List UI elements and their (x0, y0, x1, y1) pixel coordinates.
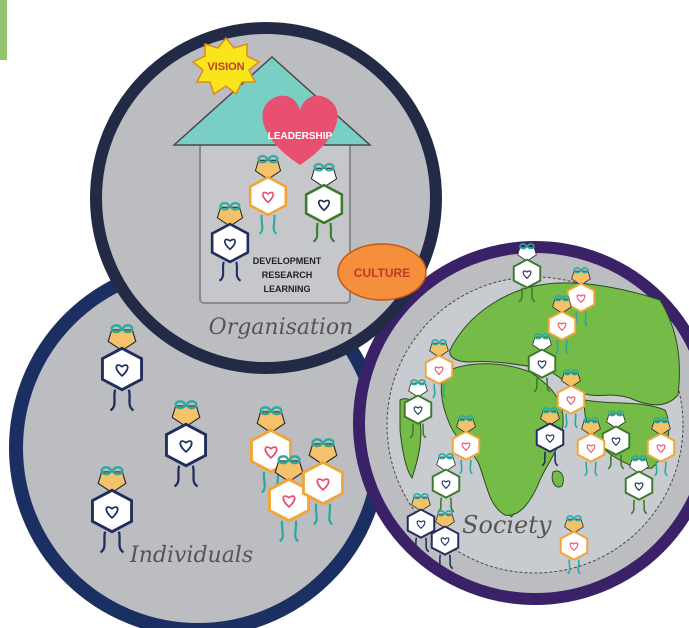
society-circle: Society (353, 241, 689, 605)
individuals-label: Individuals (129, 543, 253, 568)
europe-asia-continent (449, 282, 680, 406)
society-label: Society (462, 511, 552, 539)
culture-label: CULTURE (354, 266, 410, 280)
leadership-heart: LEADERSHIP (262, 95, 338, 165)
culture-oval: CULTURE (337, 243, 427, 301)
vision-burst: VISION (191, 36, 261, 96)
organisation-label: Organisation (209, 315, 354, 340)
research-label: RESEARCH (262, 270, 313, 280)
learning-label: LEARNING (264, 284, 311, 294)
development-label: DEVELOPMENT (253, 256, 322, 266)
heart-icon (262, 95, 338, 165)
leadership-label: LEADERSHIP (268, 131, 333, 142)
organisation-circle: VISION LEADERSHIP DEVELOPMENT RESEARCH L… (90, 22, 442, 374)
globe (386, 276, 684, 574)
vision-label: VISION (207, 61, 244, 73)
corner-accent (0, 0, 7, 60)
